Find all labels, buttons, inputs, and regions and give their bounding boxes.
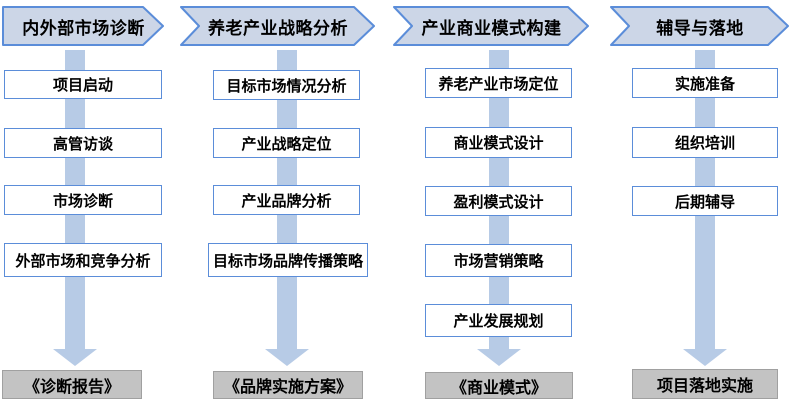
stage-title: 内外部市场诊断 [22,18,145,38]
step-box: 目标市场情况分析 [213,70,360,100]
step-box: 外部市场和竞争分析 [4,243,162,277]
chevron-arrow-icon [610,6,789,46]
step-box: 产业发展规划 [425,304,572,337]
output-box: 《品牌实施方案》 [213,371,363,399]
step-box: 市场诊断 [4,185,162,215]
step-box: 项目启动 [4,70,162,99]
chevron-arrow-icon [393,6,589,46]
down-arrow-head-icon [477,349,521,366]
step-box: 产业战略定位 [213,128,360,158]
step-box: 养老产业市场定位 [425,68,572,98]
stage-header-2: 养老产业战略分析 [180,6,376,46]
step-box: 高管访谈 [4,128,162,158]
stage-title: 产业商业模式构建 [421,18,562,38]
step-box: 后期辅导 [632,186,778,216]
step-box: 盈利模式设计 [425,186,572,216]
step-box: 商业模式设计 [425,127,572,158]
output-box: 《商业模式》 [425,372,573,399]
step-box: 目标市场品牌传播策略 [208,243,368,277]
output-box: 《诊断报告》 [2,370,142,399]
stage-title: 辅导与落地 [656,18,744,38]
step-box: 组织培训 [632,127,778,158]
down-arrow-head-icon [265,349,309,366]
step-box: 产业品牌分析 [213,185,360,215]
output-box: 项目落地实施 [632,369,778,399]
stage-header-3: 产业商业模式构建 [393,6,590,46]
step-box: 实施准备 [632,68,778,98]
down-arrow-head-icon [683,349,727,366]
chevron-arrow-icon [180,6,375,46]
step-box: 市场营销策略 [425,244,572,277]
stage-title: 养老产业战略分析 [208,18,348,38]
down-arrow-head-icon [53,349,97,366]
stage-header-4: 辅导与落地 [610,6,790,46]
pentagon-arrow-icon [2,6,164,46]
stage-header-1: 内外部市场诊断 [2,6,165,46]
